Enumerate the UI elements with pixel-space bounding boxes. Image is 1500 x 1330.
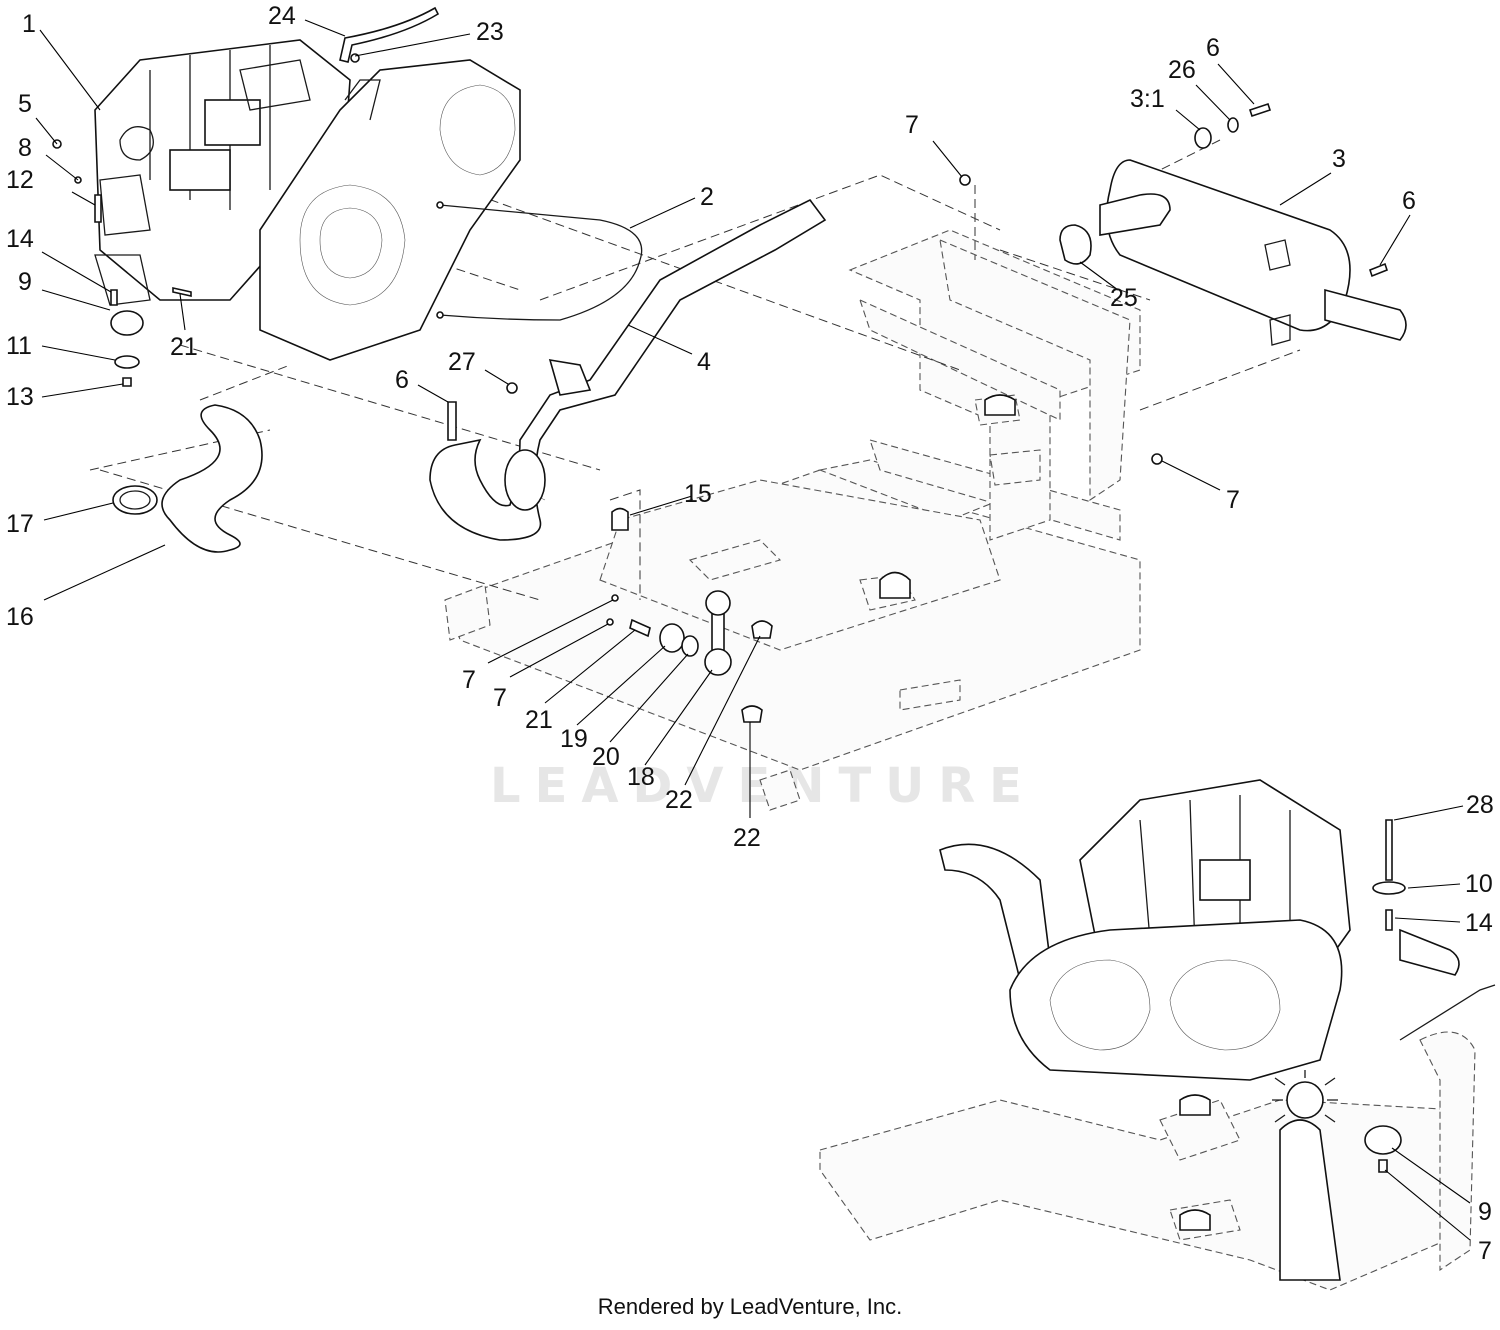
callout-label: 26 (1168, 56, 1196, 84)
callout-label: 3:1 (1130, 85, 1165, 113)
footer-credit: Rendered by LeadVenture, Inc. (597, 1294, 903, 1319)
callout-label: 24 (268, 2, 296, 30)
callout-labels: 1 24 23 5 8 12 14 9 11 13 21 17 16 2 4 2… (6, 2, 1494, 1265)
callout-label: 21 (170, 333, 198, 361)
callout-label: 7 (462, 666, 476, 694)
callout-label: 8 (18, 134, 32, 162)
frame-hardware (447, 174, 1163, 723)
callout-label: 15 (684, 480, 712, 508)
callout-label: 18 (627, 763, 655, 791)
callout-label: 20 (592, 743, 620, 771)
callout-label: 6 (395, 366, 409, 394)
callout-label: 22 (733, 824, 761, 852)
leader-lines (35, 19, 1471, 1241)
callout-label: 4 (697, 348, 711, 376)
callout-label: 25 (1110, 284, 1138, 312)
callout-label: 12 (6, 166, 34, 194)
callout-label: 14 (1465, 909, 1493, 937)
breather-hose (339, 6, 440, 63)
callout-label: 21 (525, 706, 553, 734)
watermark-text: LEADVENTURE (490, 758, 1036, 814)
callout-label: 19 (560, 725, 588, 753)
callout-label: 22 (665, 786, 693, 814)
rear-frame-phantom (848, 229, 1141, 541)
engine-assembly (52, 39, 521, 387)
callout-label: 7 (1478, 1237, 1492, 1265)
intake-hose (112, 404, 263, 553)
callout-label: 11 (6, 332, 32, 360)
inset-assembly (819, 779, 1496, 1291)
callout-label: 14 (6, 225, 34, 253)
callout-label: 27 (448, 348, 476, 376)
callout-label: 28 (1466, 791, 1494, 819)
callout-label: 5 (18, 90, 32, 118)
callout-label: 1 (22, 10, 36, 38)
callout-label: 9 (1478, 1198, 1492, 1226)
callout-label: 7 (493, 684, 507, 712)
callout-label: 2 (700, 183, 714, 211)
callout-label: 13 (6, 383, 34, 411)
muffler (1059, 102, 1407, 346)
callout-label: 16 (6, 603, 34, 631)
exhaust-pipe (429, 198, 827, 541)
callout-label: 9 (18, 268, 32, 296)
callout-label: 7 (1226, 486, 1240, 514)
callout-label: 6 (1402, 187, 1416, 215)
callout-label: 6 (1206, 34, 1220, 62)
throttle-cable (436, 201, 643, 321)
callout-label: 7 (905, 111, 919, 139)
callout-label: 17 (6, 510, 34, 538)
main-frame-phantom (444, 439, 1141, 811)
callout-label: 23 (476, 18, 504, 46)
callout-label: 10 (1465, 870, 1493, 898)
callout-label: 3 (1332, 145, 1346, 173)
